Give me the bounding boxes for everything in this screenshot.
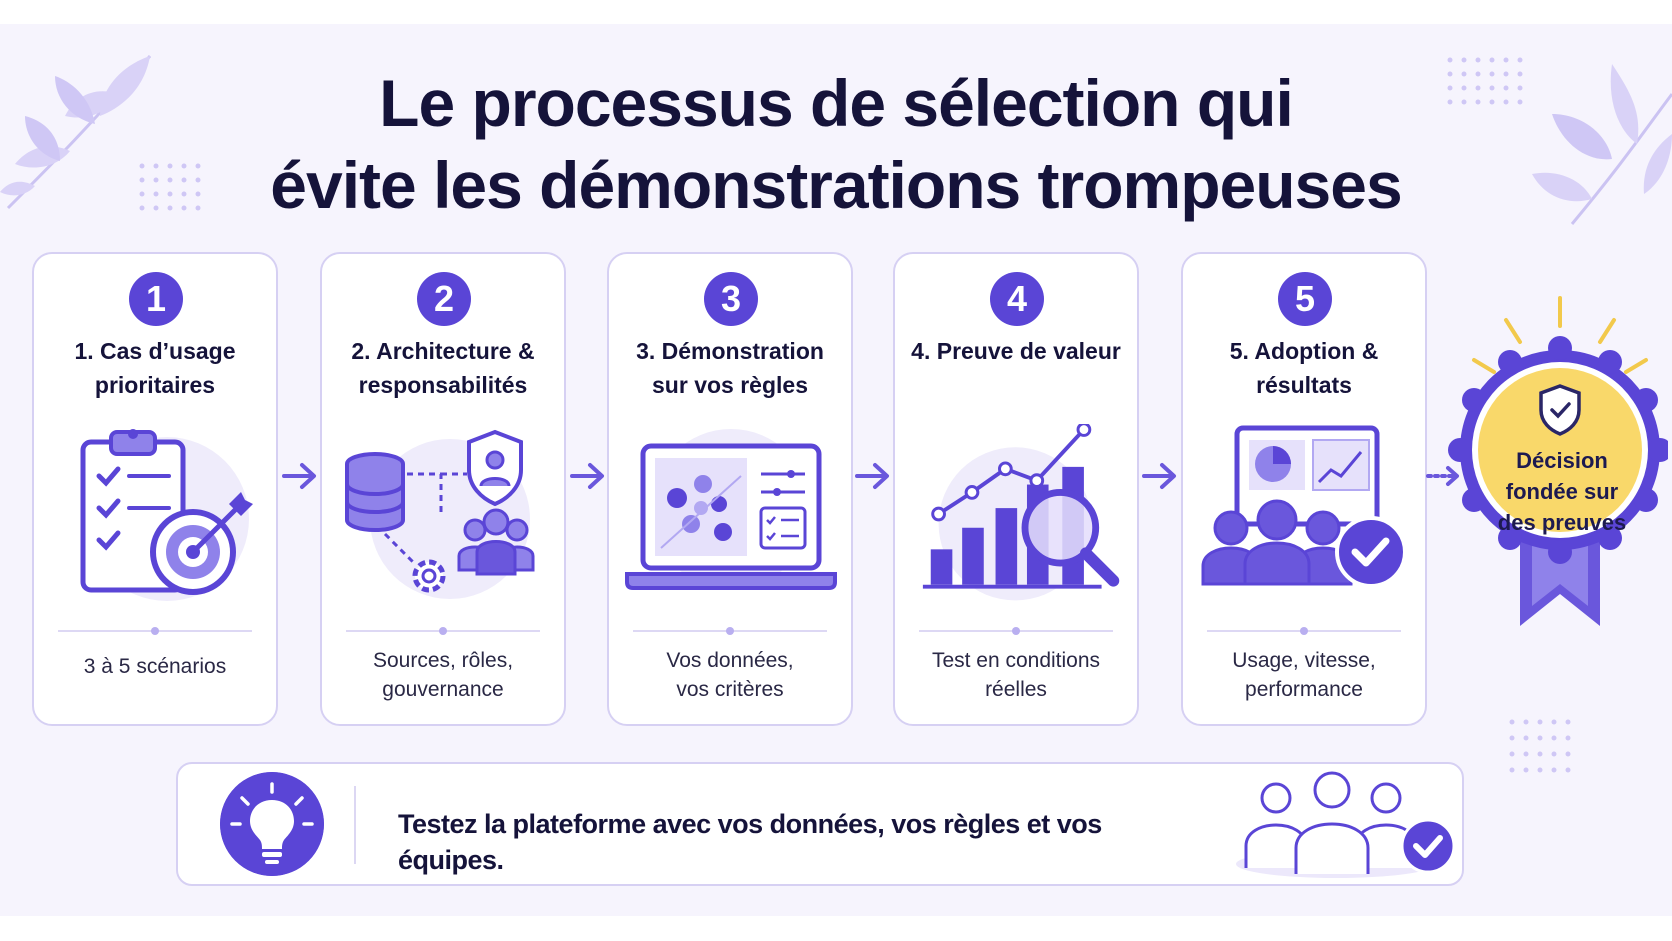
step-card-1: 1 1. Cas d’usage prioritaires 3 à 5 scén…	[32, 252, 278, 726]
step-card-2: 2 2. Architecture & responsabilités Sour…	[320, 252, 566, 726]
arrow-right-icon	[855, 463, 889, 489]
clipboard-target-icon	[80, 429, 253, 601]
banner-separator	[354, 786, 356, 864]
step-divider	[1207, 627, 1401, 635]
step-description: Usage, vitesse, performance	[1232, 649, 1376, 701]
arrow-right-icon	[570, 463, 604, 489]
step-description: Sources, rôles, gouvernance	[372, 649, 514, 701]
step-card-3: 3 3. Démonstration sur vos règles Vos do…	[607, 252, 853, 726]
step-number-badge: 5	[1278, 272, 1332, 326]
step-title: 4. Preuve de valeur	[911, 338, 1121, 364]
leaf-decoration-left-icon	[0, 55, 152, 210]
step-number-badge: 3	[704, 272, 758, 326]
step-title: 2. Architecture & responsabilités	[351, 338, 535, 398]
arrow-right-icon	[282, 463, 316, 489]
step-description: Vos données, vos critères	[666, 649, 794, 701]
lightbulb-icon	[220, 772, 324, 876]
step-card-4: 4 4. Preuve de valeur Test en conditions…	[893, 252, 1139, 726]
dot-grid-decoration-icon	[1509, 719, 1571, 773]
title-line-1: Le processus de sélection qui	[379, 66, 1294, 140]
database-team-shield-icon	[345, 429, 535, 599]
banner-text: Testez la plateforme avec vos données, v…	[398, 809, 1102, 875]
step-divider	[633, 627, 827, 635]
title-line-2: évite les démonstrations trompeuses	[270, 148, 1402, 222]
step-divider	[58, 627, 252, 635]
arrow-right-icon	[1142, 463, 1176, 489]
step-number-badge: 2	[417, 272, 471, 326]
step-description: 3 à 5 scénarios	[83, 655, 227, 678]
step-title: 3. Démonstration sur vos règles	[636, 338, 824, 398]
dot-grid-decoration-icon	[139, 163, 201, 211]
badge-label: Décision fondée sur des preuves	[1497, 448, 1627, 535]
step-number-badge: 1	[129, 272, 183, 326]
bottom-banner: Testez la plateforme avec vos données, v…	[176, 762, 1464, 886]
step-title: 1. Cas d’usage prioritaires	[74, 338, 236, 398]
chart-magnifier-icon	[922, 424, 1120, 601]
team-check-icon	[1236, 771, 1456, 878]
dotted-arrow-right-icon	[1426, 466, 1459, 486]
step-number-badge: 4	[990, 272, 1044, 326]
step-description: Test en conditions réelles	[931, 649, 1101, 701]
step-title: 5. Adoption & résultats	[1229, 338, 1379, 398]
dot-grid-decoration-icon	[1447, 57, 1523, 105]
leaf-decoration-right-icon	[1532, 64, 1672, 225]
step-divider	[346, 627, 540, 635]
page-title: Le processus de sélection qui évite les …	[160, 62, 1512, 226]
step-card-5: 5 5. Adoption & résultats Usage, vitesse…	[1181, 252, 1427, 726]
step-divider	[919, 627, 1113, 635]
laptop-dashboard-icon	[625, 429, 837, 590]
team-presentation-check-icon	[1201, 425, 1407, 588]
award-badge-icon	[1448, 296, 1668, 626]
